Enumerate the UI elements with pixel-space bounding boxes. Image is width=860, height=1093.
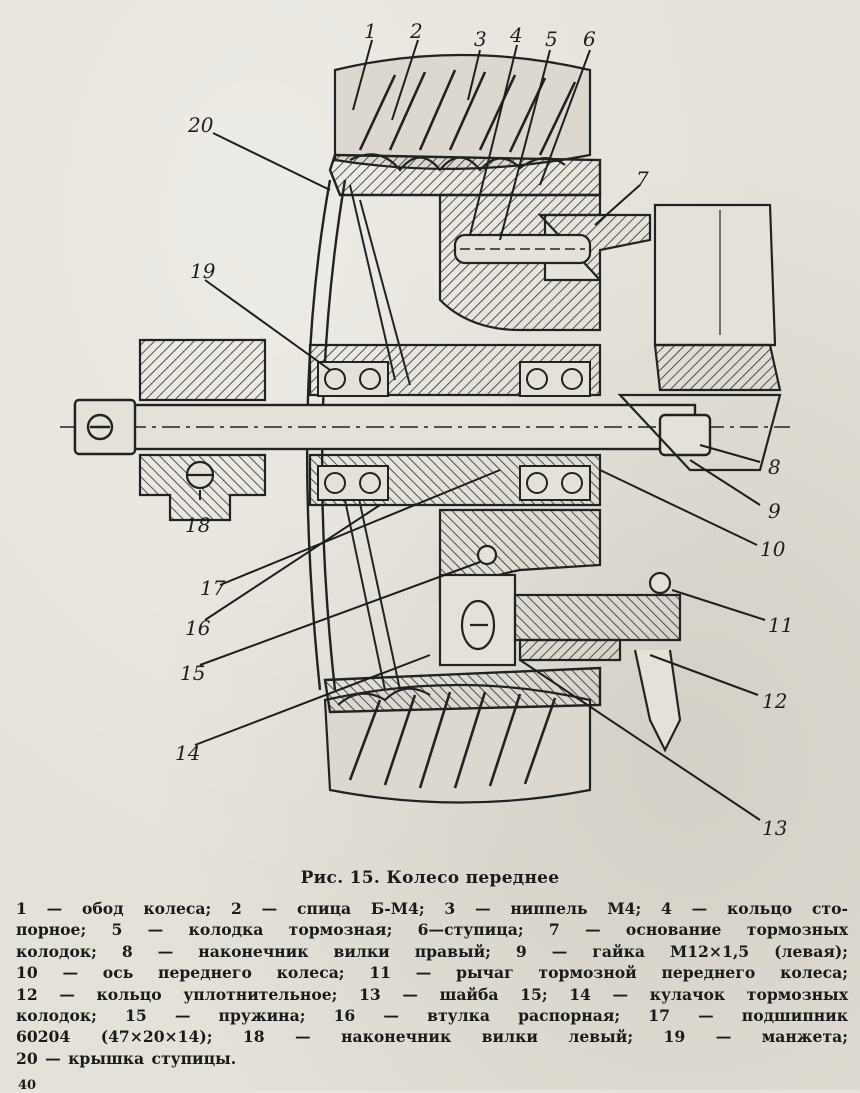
legend-line: 12 — кольцо уплотнительное; 13 — шайба 1…: [16, 984, 848, 1004]
callout-6: 6: [583, 27, 596, 51]
leader-lines: [194, 39, 766, 821]
legend-line: 10 — ось переднего колеса; 11 — рычаг то…: [16, 963, 848, 983]
legend-line: колодок; 15 — пружина; 16 — втулка распо…: [16, 1006, 848, 1026]
callout-3: 3: [474, 27, 487, 51]
callout-labels: 1 2 3 4 5 6 7 8 9 10 11 12 13 14 15 16 1…: [175, 19, 793, 840]
callout-4: 4: [509, 23, 523, 47]
callout-7: 7: [636, 167, 649, 191]
legend-line: 20 — крышка ступицы.: [16, 1048, 237, 1068]
callout-10: 10: [760, 537, 786, 561]
callout-19: 19: [190, 259, 216, 283]
hub: [308, 193, 652, 603]
left-fork-end: [138, 338, 267, 522]
callout-20: 20: [187, 113, 214, 137]
front-wheel-section-drawing: 1 2 3 4 5 6 7 8 9 10 11 12 13 14 15 16 1…: [60, 19, 793, 840]
callout-16: 16: [185, 616, 211, 640]
callout-1: 1: [364, 19, 377, 43]
callout-8: 8: [768, 455, 781, 479]
legend-line: 1 — обод колеса; 2 — спица Б-М4; 3 — нип…: [16, 899, 848, 918]
callout-14: 14: [175, 741, 200, 765]
callout-12: 12: [762, 689, 787, 713]
legend-line: 60204 (47×20×14); 18 — наконечник вилки …: [16, 1027, 848, 1047]
right-fork-end: [617, 203, 782, 472]
callout-5: 5: [545, 27, 558, 51]
rim-and-spokes: [305, 153, 602, 714]
callout-2: 2: [409, 19, 423, 43]
legend-line: колодок; 8 — наконечник вилки правый; 9 …: [16, 941, 848, 961]
callout-9: 9: [768, 499, 781, 523]
callout-11: 11: [768, 613, 793, 637]
axle: [60, 398, 790, 457]
legend-line: порное; 5 — колодка тормозная; 6—ступица…: [16, 920, 848, 940]
callout-17: 17: [200, 576, 226, 600]
bearings: [317, 361, 591, 501]
brake-cam-and-lever: [438, 544, 682, 753]
callout-13: 13: [762, 816, 787, 840]
callout-15: 15: [180, 661, 205, 685]
figure-legend: 1 — обод колеса; 2 — спица Б-М4; 3 — нип…: [16, 898, 848, 1069]
figure-caption: Рис. 15. Колесо переднее: [300, 868, 560, 888]
callout-18: 18: [185, 513, 210, 537]
page-number: 40: [18, 1078, 37, 1093]
